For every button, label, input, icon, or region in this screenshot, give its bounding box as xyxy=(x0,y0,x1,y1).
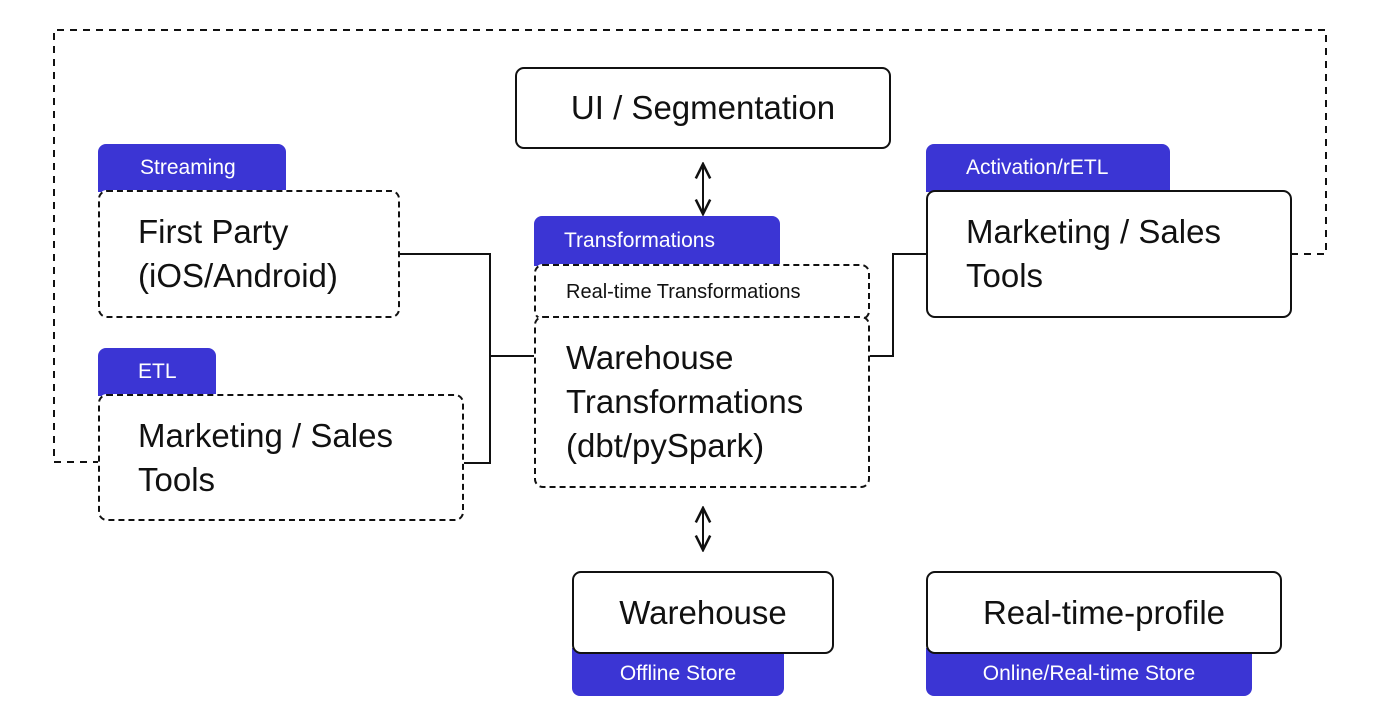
transformations-tab: Transformations xyxy=(534,216,780,266)
realtime-profile-box: Real-time-profile xyxy=(926,571,1282,654)
etl-tab: ETL xyxy=(98,348,216,396)
etl-marketing-line2: Tools xyxy=(138,460,216,498)
first-party-box: First Party (iOS/Android) xyxy=(98,190,400,318)
etl-marketing-line1: Marketing / Sales xyxy=(138,416,393,454)
activation-marketing-line2: Tools xyxy=(966,257,1044,294)
realtime-transformations-box: Real-time Transformations xyxy=(534,264,870,320)
streaming-connector xyxy=(398,253,536,357)
online-store-tab: Online/Real-time Store xyxy=(926,648,1252,696)
warehouse-box: Warehouse xyxy=(572,571,834,654)
activation-marketing-line1: Marketing / Sales xyxy=(966,213,1221,250)
first-party-line1: First Party xyxy=(138,213,289,250)
warehouse-transformations-box: Warehouse Transformations (dbt/pySpark) xyxy=(534,316,870,488)
activation-tab-label: Activation/rETL xyxy=(966,156,1109,179)
etl-connector xyxy=(462,356,491,464)
realtime-transformations-label: Real-time Transformations xyxy=(566,281,801,303)
offline-store-label: Offline Store xyxy=(619,662,737,685)
streaming-tab: Streaming xyxy=(98,144,286,192)
warehouse-transformations-line2: Transformations xyxy=(566,383,804,420)
realtime-profile-label: Real-time-profile xyxy=(982,593,1226,631)
ui-segmentation-box: UI / Segmentation xyxy=(515,67,891,149)
feedback-loop-line xyxy=(53,29,1327,463)
etl-marketing-box: Marketing / Sales Tools xyxy=(98,394,464,521)
warehouse-label: Warehouse xyxy=(619,593,787,631)
transformations-tab-label: Transformations xyxy=(564,229,715,252)
activation-marketing-box: Marketing / Sales Tools xyxy=(926,190,1292,318)
warehouse-transformations-line1: Warehouse xyxy=(566,339,734,376)
etl-tab-label: ETL xyxy=(138,360,177,383)
activation-tab: Activation/rETL xyxy=(926,144,1170,192)
online-store-label: Online/Real-time Store xyxy=(982,662,1196,685)
ui-segmentation-label: UI / Segmentation xyxy=(570,89,836,126)
streaming-tab-label: Streaming xyxy=(140,156,236,179)
warehouse-transformations-line3: (dbt/pySpark) xyxy=(566,427,765,464)
activation-connector xyxy=(868,253,928,357)
offline-store-tab: Offline Store xyxy=(572,648,784,696)
first-party-line2: (iOS/Android) xyxy=(138,257,338,294)
